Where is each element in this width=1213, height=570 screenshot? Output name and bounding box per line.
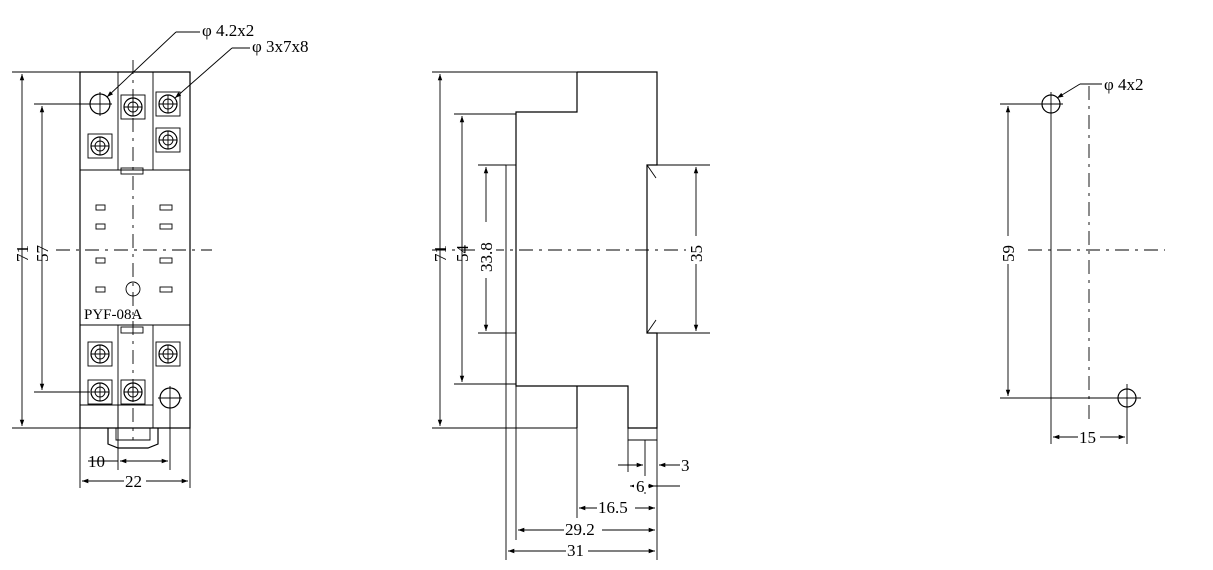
- svg-text:29.2: 29.2: [565, 520, 595, 539]
- terminal-screw: [87, 379, 113, 405]
- din-rail-clip: [505, 164, 517, 334]
- release-latch: [107, 428, 159, 449]
- svg-text:6: 6: [636, 477, 645, 496]
- dim-front-hole-spacing: 57: [33, 103, 90, 393]
- svg-text:φ 3x7x8: φ 3x7x8: [252, 37, 309, 56]
- terminal-screw: [120, 379, 146, 405]
- dim-side-3: 3: [618, 456, 690, 475]
- dim-front-height: 71: [12, 71, 80, 429]
- dim-pattern-horizontal: 15: [1053, 427, 1125, 447]
- dim-front-width: 22: [79, 428, 191, 491]
- dim-side-16-5: 16.5: [579, 497, 655, 517]
- terminal-screw: [155, 127, 181, 153]
- svg-text:φ 4x2: φ 4x2: [1104, 75, 1144, 94]
- svg-text:59: 59: [999, 245, 1018, 262]
- svg-text:22: 22: [125, 472, 142, 491]
- terminal-screw: [87, 341, 113, 367]
- terminal-screw: [155, 341, 181, 367]
- dim-side-din: 35: [657, 164, 710, 334]
- dim-side-29-2: 29.2: [518, 519, 655, 539]
- svg-text:3: 3: [681, 456, 690, 475]
- svg-text:31: 31: [567, 541, 584, 560]
- svg-text:71: 71: [431, 245, 450, 262]
- side-view: 71 54 33.8 35: [431, 71, 710, 560]
- svg-text:71: 71: [13, 245, 32, 262]
- svg-text:57: 57: [33, 245, 52, 263]
- terminal-screw: [87, 133, 113, 159]
- svg-text:15: 15: [1079, 428, 1096, 447]
- pin-slots: [95, 167, 173, 334]
- callout-terminal-screw: φ 3x7x8: [174, 37, 309, 99]
- callout-mount-hole: φ 4.2x2: [106, 21, 254, 98]
- dim-side-6: 6: [630, 476, 680, 496]
- dim-side-rail: 33.8: [476, 164, 506, 334]
- front-view: PYF-08A 71 57: [12, 21, 309, 491]
- hole-pattern-view: 59 15 φ 4x2: [998, 75, 1165, 447]
- svg-text:10: 10: [88, 452, 105, 471]
- svg-text:φ 4.2x2: φ 4.2x2: [202, 21, 254, 40]
- dim-front-pitch: 10: [88, 405, 171, 471]
- dim-side-31: 31: [507, 540, 655, 560]
- svg-text:35: 35: [687, 245, 706, 262]
- svg-text:33.8: 33.8: [477, 242, 496, 272]
- svg-text:16.5: 16.5: [598, 498, 628, 517]
- callout-pattern-hole: φ 4x2: [1056, 75, 1144, 99]
- svg-text:54: 54: [453, 245, 472, 263]
- terminal-screw: [155, 91, 181, 117]
- dim-pattern-vertical: 59: [998, 103, 1114, 399]
- dim-side-body: 54: [453, 113, 516, 385]
- model-label: PYF-08A: [84, 307, 143, 323]
- dim-side-height: 71: [431, 71, 577, 429]
